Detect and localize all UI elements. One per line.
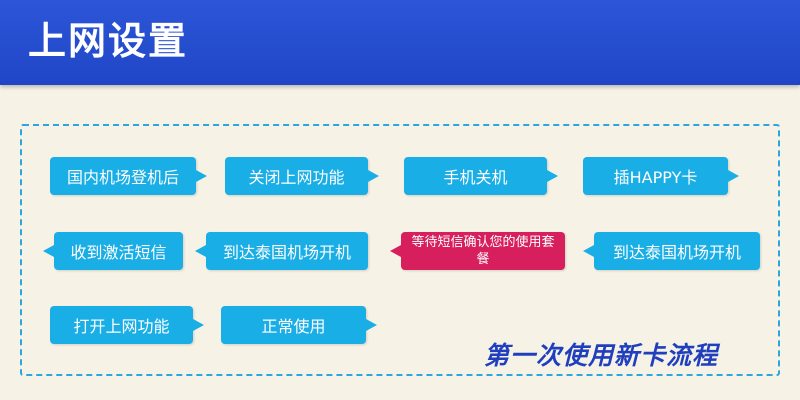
page-header: 上网设置	[0, 0, 800, 85]
step-disable-data: 关闭上网功能	[225, 157, 379, 195]
step-power-off: 手机关机	[404, 157, 558, 195]
step-board-plane: 国内机场登机后	[50, 157, 207, 195]
step-normal-use: 正常使用	[221, 306, 377, 344]
step-insert-card: 插HAPPY卡	[583, 157, 739, 195]
step-power-on-arrival-2: 到达泰国机场开机	[583, 232, 760, 270]
page-title: 上网设置	[28, 19, 189, 63]
step-enable-data: 打开上网功能	[50, 306, 204, 344]
flow-caption: 第一次使用新卡流程	[484, 341, 719, 370]
step-activation-sms: 收到激活短信	[43, 232, 183, 270]
step-power-on-arrival: 到达泰国机场开机	[195, 232, 368, 270]
step-await-confirmation: 等待短信确认您的使用套餐	[390, 232, 565, 270]
flow-frame	[20, 124, 780, 376]
